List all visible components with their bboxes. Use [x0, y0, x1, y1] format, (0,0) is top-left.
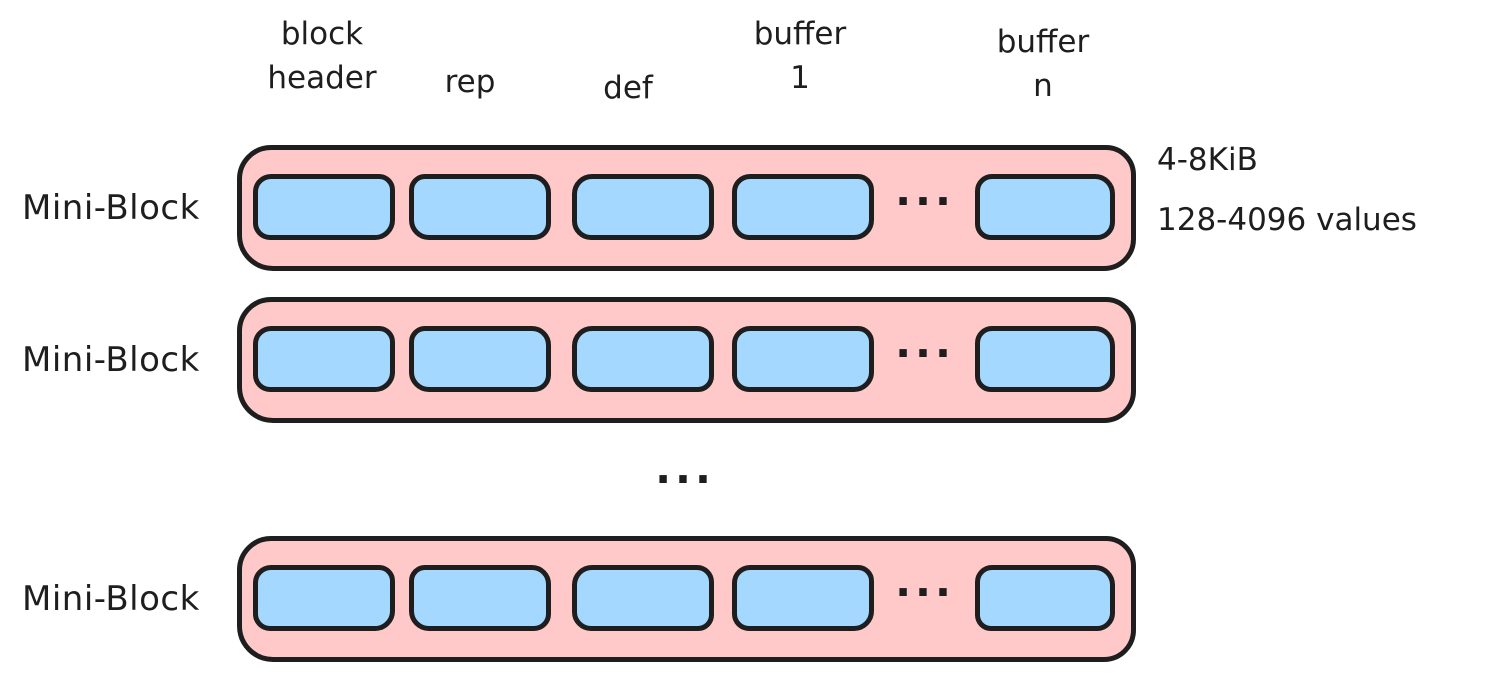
column-header-def: def — [603, 70, 653, 106]
mini-block-container: ... — [237, 536, 1136, 662]
cell-buffer-1 — [732, 326, 874, 392]
cell-rep — [409, 565, 551, 631]
buffer-ellipsis: ... — [895, 318, 955, 367]
column-header-buffer-n: buffer n — [996, 24, 1090, 104]
buffer-ellipsis: ... — [895, 557, 955, 606]
cell-def — [572, 565, 714, 631]
mini-block-container: ... — [237, 145, 1136, 271]
cell-block-header — [253, 174, 395, 240]
cell-def — [572, 174, 714, 240]
mini-block-label: Mini-Block — [22, 579, 200, 619]
buffer-ellipsis: ... — [895, 166, 955, 215]
mini-block-container: ... — [237, 297, 1136, 423]
cell-buffer-n — [975, 174, 1115, 240]
mini-block-row-3: Mini-Block ... — [0, 536, 1496, 662]
cell-def — [572, 326, 714, 392]
column-header-rep: rep — [444, 64, 496, 100]
column-header-block-header: block header — [267, 16, 377, 96]
cell-rep — [409, 326, 551, 392]
cell-block-header — [253, 565, 395, 631]
rows-ellipsis: ... — [655, 444, 715, 493]
mini-block-row-1: Mini-Block ... — [0, 145, 1496, 271]
cell-buffer-n — [975, 565, 1115, 631]
cell-rep — [409, 174, 551, 240]
annotation-size: 4-8KiB — [1157, 142, 1258, 178]
cell-buffer-1 — [732, 174, 874, 240]
cell-block-header — [253, 326, 395, 392]
annotation-values: 128-4096 values — [1157, 202, 1417, 238]
cell-buffer-n — [975, 326, 1115, 392]
mini-block-label: Mini-Block — [22, 340, 200, 380]
cell-buffer-1 — [732, 565, 874, 631]
mini-block-label: Mini-Block — [22, 188, 200, 228]
column-header-buffer-1: buffer 1 — [753, 16, 847, 96]
mini-block-row-2: Mini-Block ... — [0, 297, 1496, 423]
